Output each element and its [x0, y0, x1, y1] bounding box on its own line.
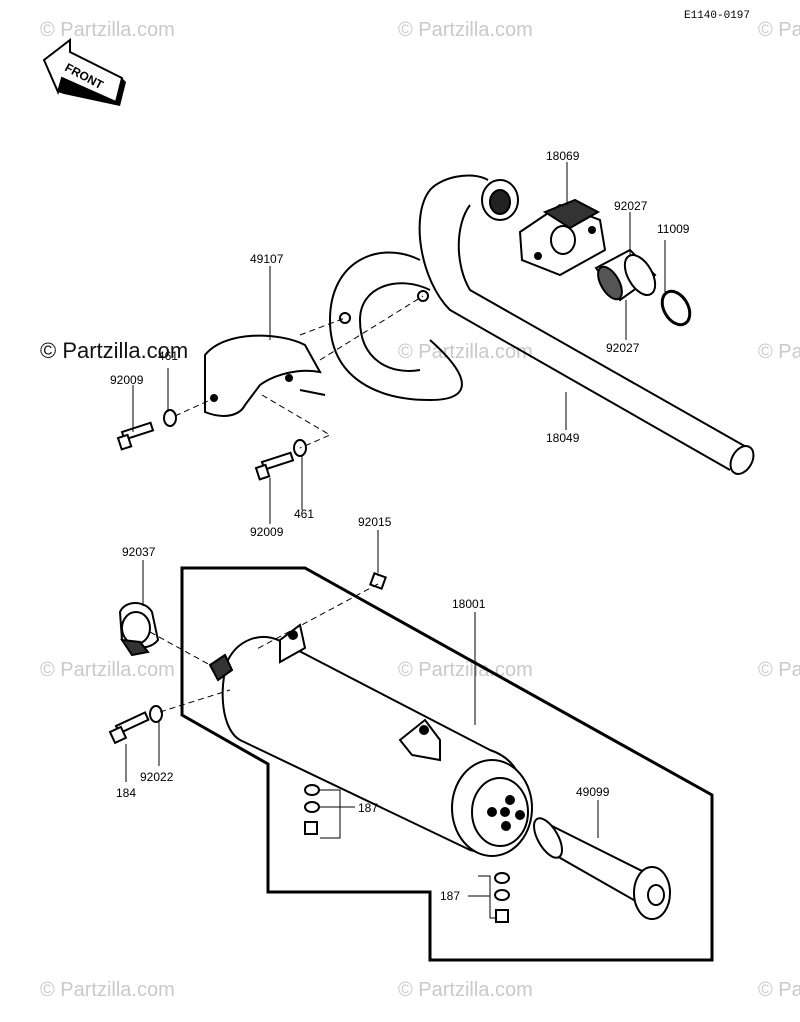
part-label-92037: 92037 [122, 545, 156, 559]
watermark-mid-right: © Partzilla.com [758, 341, 800, 363]
part-label-461-lower: 461 [294, 507, 314, 521]
washer-461-upper [163, 409, 177, 427]
flange-18069 [518, 198, 607, 277]
bolt-92009-upper [116, 421, 155, 451]
watermark-bottom-right: © Partzilla.com [758, 979, 800, 1001]
part-label-92022: 92022 [140, 770, 174, 784]
part-label-92015: 92015 [358, 515, 392, 529]
part-label-18049: 18049 [546, 431, 580, 445]
part-label-187-lower: 187 [440, 889, 460, 903]
watermark-top-left: © Partzilla.com [40, 19, 175, 41]
part-label-92027-top: 92027 [614, 199, 648, 213]
leader-lines-lower [125, 530, 599, 919]
watermark-top-center: © Partzilla.com [398, 19, 533, 41]
part-label-92009-upper: 92009 [110, 373, 144, 387]
exhaust-pipe-18049 [328, 174, 755, 475]
screw-set-187-lower [494, 872, 510, 923]
assembly-lines-lower [149, 583, 379, 713]
watermark-lower-center: © Partzilla.com [398, 659, 533, 681]
bolt-184 [108, 711, 150, 745]
watermark-bottom-left: © Partzilla.com [40, 979, 175, 1001]
part-label-18069: 18069 [546, 149, 580, 163]
muffler-18001 [208, 623, 533, 857]
collar-92027 [594, 248, 657, 302]
part-label-92027-bottom: 92027 [606, 341, 640, 355]
heat-guard-49107 [204, 334, 326, 417]
part-label-18001: 18001 [452, 597, 486, 611]
leader-lines-upper [132, 162, 666, 524]
watermark-mid-center: © Partzilla.com [398, 341, 533, 363]
part-label-461-upper: 461 [158, 349, 178, 363]
part-label-11009: 11009 [657, 222, 690, 236]
part-label-187-upper: 187 [358, 801, 378, 815]
assembly-lines-upper [174, 295, 424, 449]
nut-upper [339, 290, 429, 324]
watermark-bottom-center: © Partzilla.com [398, 979, 533, 1001]
part-label-49107: 49107 [250, 252, 284, 266]
part-label-92009-lower: 92009 [250, 525, 284, 539]
diagram-code: E1140-0197 [684, 10, 750, 22]
watermark-mid-left: © Partzilla.com [40, 338, 188, 363]
bolt-92009-lower [254, 451, 295, 481]
tail-pipe-49099 [533, 817, 671, 920]
part-label-49099: 49099 [576, 785, 610, 799]
muffler-assembly-boundary [180, 566, 714, 962]
front-arrow-icon: FRONT [42, 37, 126, 106]
watermark-top-right: © Partzilla.com [758, 19, 800, 41]
part-label-184: 184 [116, 786, 136, 800]
clamp-92037 [118, 602, 160, 657]
watermarks: © Partzilla.com © Partzilla.com © Partzi… [40, 19, 800, 1001]
screw-set-187-upper [304, 784, 320, 835]
gasket-11009 [660, 289, 692, 327]
nut-92015 [369, 572, 387, 590]
watermark-lower-right: © Partzilla.com [758, 659, 800, 681]
washer-92022 [149, 705, 163, 723]
watermark-lower-left: © Partzilla.com [40, 659, 175, 681]
